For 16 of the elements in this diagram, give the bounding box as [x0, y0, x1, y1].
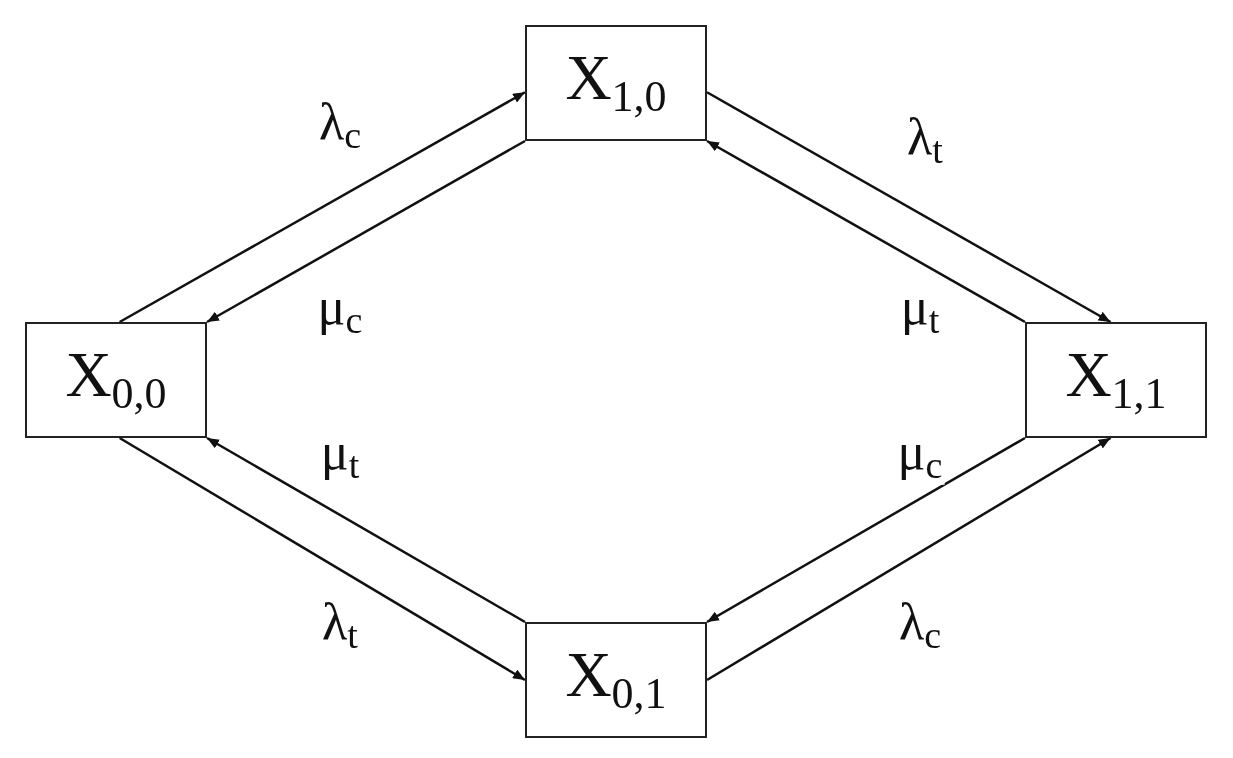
- arrow: [706, 139, 1026, 324]
- arrow: [706, 91, 1112, 324]
- state-box: [1025, 322, 1207, 438]
- state-label: X$_{0,0}$: [65, 343, 167, 417]
- state-label: X$_{0,1}$: [565, 643, 667, 717]
- arrow: [706, 436, 1112, 682]
- arrow: [119, 91, 526, 324]
- arrow: [206, 436, 526, 624]
- arrow: [119, 436, 526, 682]
- state-label: X$_{1,0}$: [565, 46, 667, 120]
- state-box: [25, 322, 207, 438]
- state-label: X$_{1,1}$: [1065, 343, 1167, 417]
- state-box: [525, 25, 707, 141]
- state-box: [525, 622, 707, 738]
- arrow: [206, 139, 526, 324]
- arrow: [706, 436, 1026, 624]
